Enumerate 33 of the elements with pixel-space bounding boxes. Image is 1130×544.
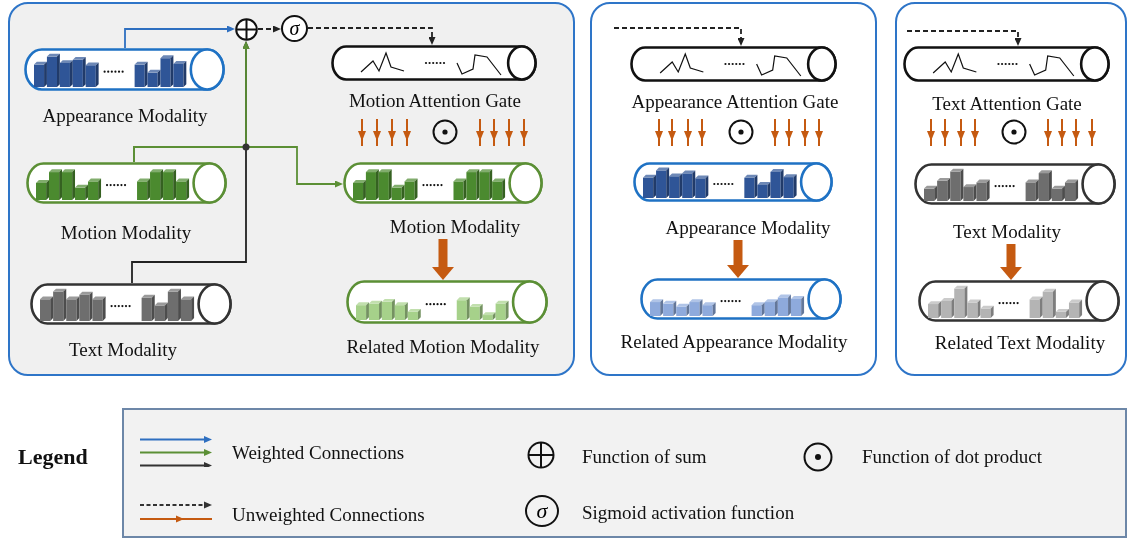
modality-label: Appearance Attention Gate [630, 90, 840, 114]
arrow [124, 25, 235, 49]
arrow [257, 25, 281, 33]
modality-label: Motion Modality [388, 215, 522, 239]
sum-icon [235, 18, 258, 41]
panel [895, 2, 1127, 376]
modality-label: Motion Modality [59, 221, 193, 245]
legend-text: Unweighted Connections [232, 503, 425, 527]
panel [590, 2, 877, 376]
modality-label: Appearance Modality [664, 216, 832, 240]
arrow [307, 27, 436, 45]
legend-text: Sigmoid activation function [582, 501, 795, 525]
arrow [613, 27, 745, 46]
sigma-operator: σ [281, 15, 308, 42]
block-arrow [432, 239, 454, 280]
modality-label: Related Motion Modality [345, 335, 541, 359]
panel [8, 2, 575, 376]
modality-label: Related Text Modality [933, 331, 1107, 355]
block-arrow [727, 240, 749, 278]
modality-label: Text Modality [68, 338, 178, 362]
arrow [133, 146, 343, 188]
modality-label: Related Appearance Modality [619, 330, 849, 354]
sigma-symbol: σ [525, 495, 559, 527]
legend-text: Weighted Connections [232, 441, 405, 465]
modality-label: Appearance Modality [41, 104, 209, 128]
block-arrow [1000, 244, 1022, 280]
legend-text: Function of sum [582, 445, 707, 469]
modality-label: Text Modality [952, 220, 1062, 244]
legend-text: Function of dot product [862, 445, 1042, 469]
modality-label: Motion Attention Gate [347, 89, 522, 113]
legend-title: Legend [18, 445, 88, 469]
arrow [906, 30, 1022, 46]
modality-label: Text Attention Gate [931, 92, 1083, 116]
